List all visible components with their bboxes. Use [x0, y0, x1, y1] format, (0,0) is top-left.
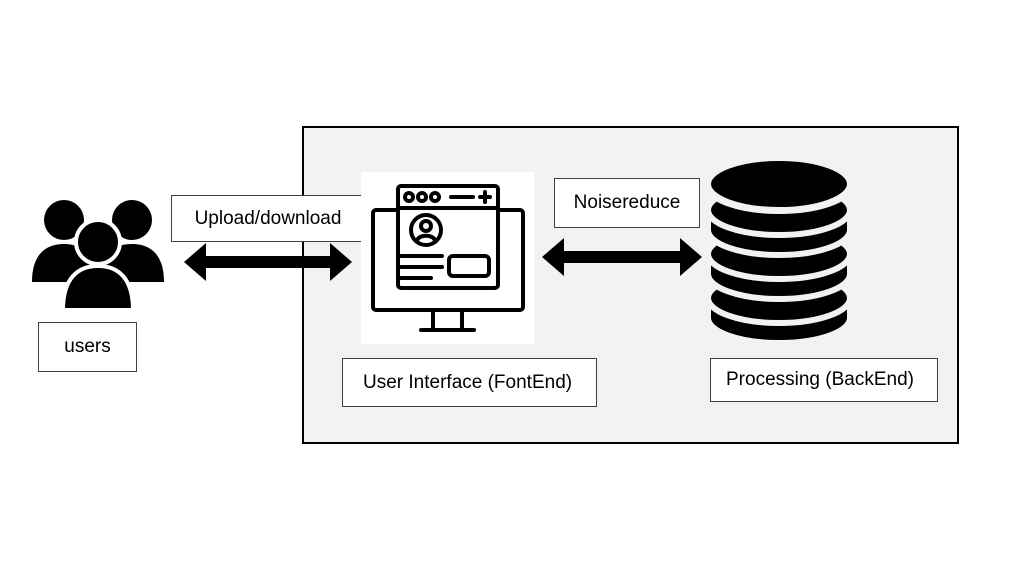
monitor-profile-icon [371, 184, 525, 332]
frontend-label: User Interface (FontEnd) [363, 371, 573, 393]
frontend-label-box: User Interface (FontEnd) [342, 358, 597, 407]
backend-label: Processing (BackEnd) [726, 369, 914, 390]
arrow-frontend-backend [542, 238, 702, 276]
users-label: users [64, 336, 111, 357]
backend-label-box: Processing (BackEnd) [710, 358, 938, 402]
upload-download-label: Upload/download [194, 207, 342, 229]
noisereduce-label-box: Noisereduce [554, 178, 700, 228]
noisereduce-label: Noisereduce [573, 192, 681, 213]
users-group-icon [32, 200, 164, 312]
upload-download-label-box: Upload/download [171, 195, 365, 242]
users-label-box: users [38, 322, 137, 372]
arrow-users-frontend [184, 243, 352, 281]
database-icon [705, 155, 853, 346]
